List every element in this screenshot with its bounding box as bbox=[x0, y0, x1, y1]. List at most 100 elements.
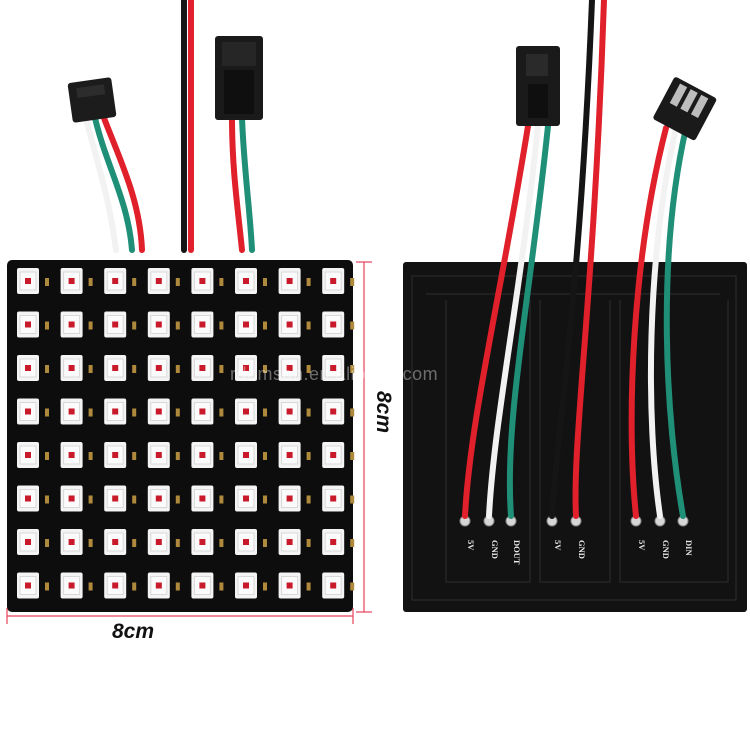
led bbox=[278, 268, 311, 294]
led bbox=[322, 355, 355, 381]
led bbox=[191, 485, 224, 512]
led bbox=[322, 398, 355, 425]
led bbox=[191, 311, 224, 338]
capacitor bbox=[132, 365, 137, 373]
led bbox=[278, 355, 311, 381]
led bbox=[235, 485, 267, 512]
led bbox=[60, 572, 93, 599]
led bbox=[104, 572, 137, 599]
capacitor bbox=[263, 452, 267, 460]
led bbox=[147, 355, 180, 381]
capacitor bbox=[175, 365, 180, 373]
led bbox=[17, 355, 49, 381]
pad-label: 5V bbox=[553, 540, 563, 551]
capacitor bbox=[45, 278, 49, 286]
led bbox=[17, 572, 49, 599]
led bbox=[191, 442, 224, 468]
capacitor bbox=[88, 408, 93, 417]
capacitor bbox=[88, 278, 93, 286]
led bbox=[17, 485, 49, 512]
led bbox=[191, 355, 224, 381]
jst-connector-back-right bbox=[653, 77, 717, 141]
capacitor bbox=[350, 582, 355, 591]
led bbox=[147, 529, 180, 555]
pad-label: DOUT bbox=[512, 540, 522, 565]
led bbox=[60, 355, 93, 381]
led bbox=[104, 355, 137, 381]
front-wires bbox=[83, 0, 255, 253]
led bbox=[235, 572, 267, 599]
capacitor bbox=[263, 408, 267, 417]
led bbox=[235, 268, 267, 294]
capacitor bbox=[132, 582, 137, 591]
led bbox=[17, 442, 49, 468]
capacitor bbox=[219, 582, 224, 591]
capacitor bbox=[45, 408, 49, 417]
capacitor bbox=[263, 365, 267, 373]
led bbox=[278, 442, 311, 468]
capacitor bbox=[306, 539, 311, 547]
capacitor bbox=[350, 321, 355, 330]
pad-label: GND bbox=[661, 540, 671, 559]
capacitor bbox=[219, 321, 224, 330]
capacitor bbox=[45, 582, 49, 591]
led bbox=[278, 572, 311, 599]
capacitor bbox=[350, 408, 355, 417]
watermark: rdomsan.en.alibaba.com bbox=[230, 364, 439, 384]
capacitor bbox=[350, 495, 355, 504]
led bbox=[60, 485, 93, 512]
capacitor bbox=[132, 321, 137, 330]
led bbox=[322, 529, 355, 555]
capacitor bbox=[175, 452, 180, 460]
pad-label: 5V bbox=[466, 540, 476, 551]
capacitor bbox=[219, 278, 224, 286]
led bbox=[104, 311, 137, 338]
front-pcb bbox=[7, 260, 353, 612]
led bbox=[60, 268, 93, 294]
capacitor bbox=[263, 539, 267, 547]
capacitor bbox=[306, 408, 311, 417]
capacitor bbox=[350, 539, 355, 547]
pad-label: DIN bbox=[684, 540, 694, 556]
led bbox=[17, 268, 49, 294]
capacitor bbox=[132, 495, 137, 504]
led bbox=[147, 398, 180, 425]
capacitor bbox=[132, 539, 137, 547]
led bbox=[147, 485, 180, 512]
width-dimension-label: 8cm bbox=[112, 620, 155, 643]
capacitor bbox=[306, 278, 311, 286]
jst-connector-right bbox=[215, 36, 263, 120]
led bbox=[235, 442, 267, 468]
led bbox=[104, 529, 137, 555]
led bbox=[60, 529, 93, 555]
capacitor bbox=[350, 278, 355, 286]
capacitor bbox=[350, 452, 355, 460]
led bbox=[191, 572, 224, 599]
pad-label: 5V bbox=[637, 540, 647, 551]
jst-connector-back-left bbox=[516, 46, 560, 126]
capacitor bbox=[45, 321, 49, 330]
led bbox=[235, 355, 267, 381]
front-panel bbox=[6, 0, 372, 624]
capacitor bbox=[88, 582, 93, 591]
capacitor bbox=[88, 495, 93, 504]
jst-connector-left bbox=[67, 77, 117, 123]
led bbox=[235, 398, 267, 425]
capacitor bbox=[219, 365, 224, 373]
led bbox=[147, 572, 180, 599]
led bbox=[235, 311, 267, 338]
led bbox=[278, 398, 311, 425]
led bbox=[147, 311, 180, 338]
led bbox=[322, 442, 355, 468]
capacitor bbox=[306, 495, 311, 504]
led bbox=[191, 398, 224, 425]
capacitor bbox=[45, 539, 49, 547]
capacitor bbox=[88, 539, 93, 547]
led bbox=[191, 268, 224, 294]
dimension-lines bbox=[6, 261, 372, 624]
capacitor bbox=[219, 539, 224, 547]
led bbox=[322, 268, 355, 294]
capacitor bbox=[132, 278, 137, 286]
led bbox=[147, 268, 180, 294]
